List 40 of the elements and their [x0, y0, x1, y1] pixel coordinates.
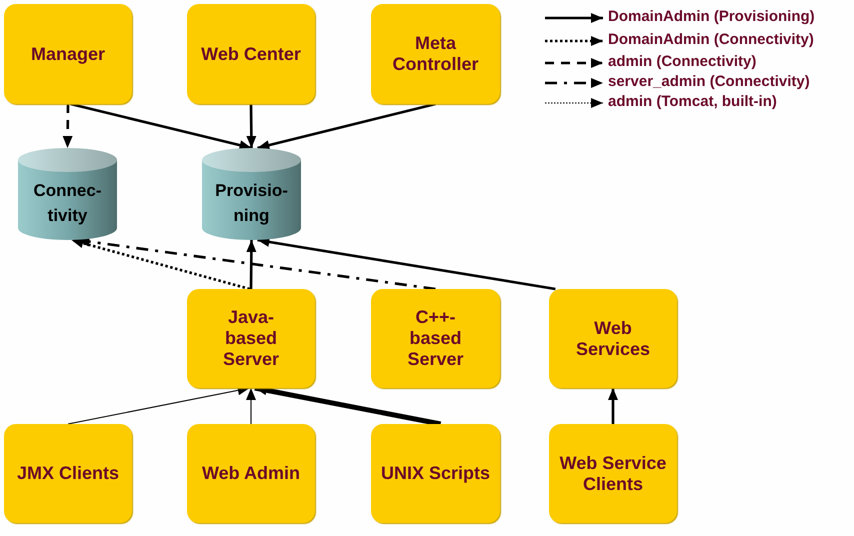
database-cylinder [18, 148, 117, 240]
process-box [371, 4, 500, 104]
process-box [371, 424, 500, 523]
arrow [70, 102, 252, 150]
process-box [187, 289, 315, 388]
process-box [549, 289, 677, 388]
database-cylinder [202, 148, 301, 240]
process-box [549, 424, 677, 523]
legend-label: DomainAdmin (Provisioning) [608, 8, 815, 25]
process-box [371, 289, 500, 388]
node-label: Web Admin [201, 463, 301, 484]
legend-label: server_admin (Connectivity) [608, 73, 810, 90]
arrow [246, 240, 256, 290]
process-box [187, 424, 315, 523]
arrow [257, 102, 436, 150]
node-label: Web Service Clients [558, 452, 668, 494]
arrow [254, 385, 442, 426]
node-label: Web Center [200, 44, 302, 64]
node-label: C++- based Server [406, 307, 465, 370]
arrow [62, 104, 73, 148]
arrow [257, 237, 556, 290]
arrow [246, 104, 256, 148]
node-label: UNIX Scripts [380, 463, 492, 484]
node-label: Connec- tivity [32, 180, 102, 227]
node-label: JMX Clients [16, 463, 120, 484]
node-label: Java- based Server [222, 307, 280, 370]
process-box [187, 4, 315, 104]
legend-label: admin (Connectivity) [608, 53, 756, 70]
arrow [246, 388, 256, 424]
node-label: Manager [30, 44, 106, 64]
arrow [608, 388, 618, 424]
node-label: Provisio- ning [214, 180, 289, 227]
node-label: Meta Controller [391, 33, 480, 75]
node-label: Web Services [574, 318, 652, 360]
legend-label: DomainAdmin (Connectivity) [608, 31, 814, 48]
arrow [71, 238, 250, 290]
arrow [68, 385, 250, 424]
legend-label: admin (Tomcat, built-in) [608, 93, 777, 110]
process-box [4, 424, 132, 523]
process-box [4, 4, 132, 104]
